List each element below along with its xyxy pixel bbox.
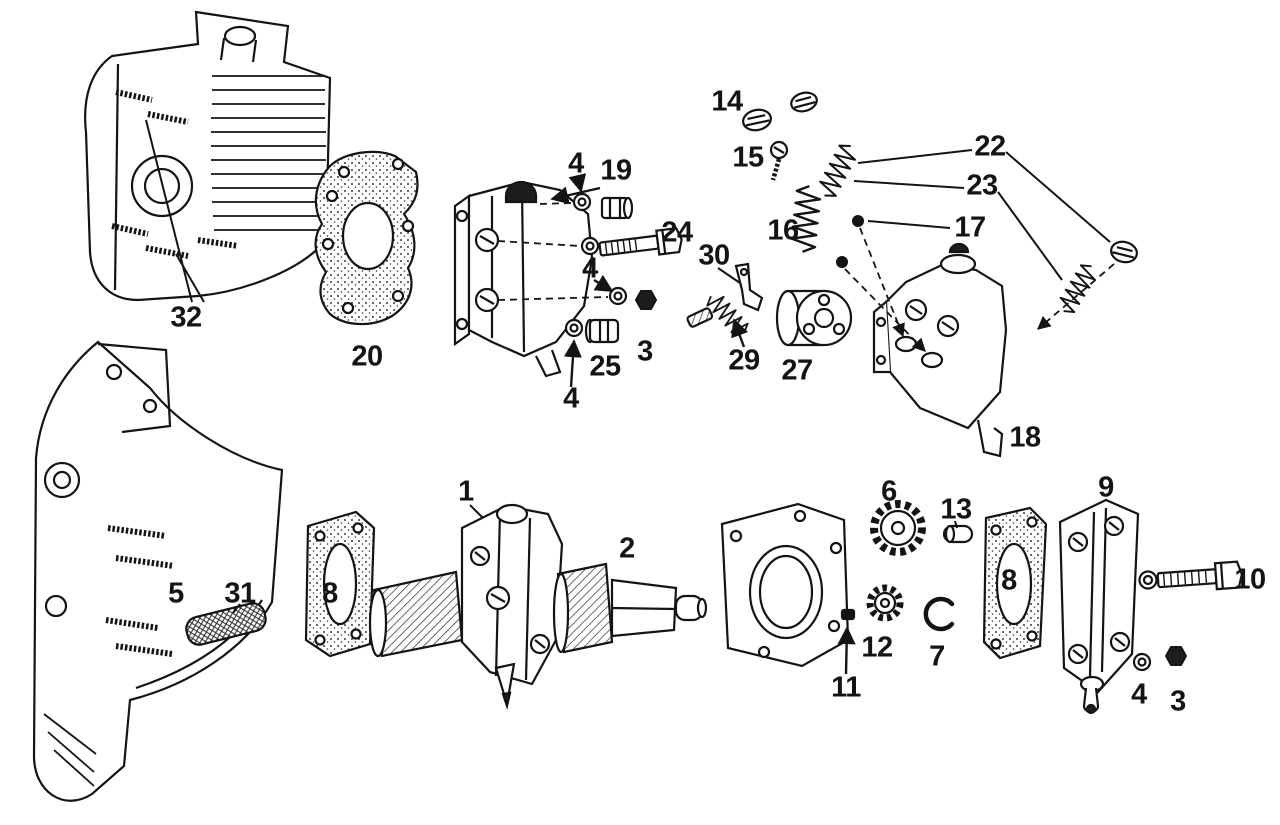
drive-gear-2 <box>552 562 708 654</box>
washer-4-bottom <box>1132 652 1152 672</box>
cap-14-a <box>742 108 772 132</box>
check-ball-17-a <box>852 215 864 227</box>
dome-cap <box>504 180 538 204</box>
pump-body-18 <box>872 242 1008 458</box>
pump-cover-9 <box>1058 498 1140 715</box>
assembly-dashed-lines <box>497 202 1115 352</box>
spring-16 <box>789 183 823 255</box>
crankcase-top-section <box>84 10 332 302</box>
gear-6 <box>870 500 926 556</box>
snap-ring-7 <box>923 596 955 632</box>
cap-14-b <box>790 91 818 113</box>
gear-12 <box>866 584 904 622</box>
cooling-fins <box>211 75 326 231</box>
washer-4-top <box>572 192 592 212</box>
mounting-studs-5 <box>105 525 175 657</box>
bolt-24 <box>598 227 683 257</box>
nut-3-bottom <box>1164 646 1188 666</box>
key-11 <box>840 608 856 621</box>
washer-4-plug <box>564 318 584 338</box>
pump-body-1 <box>368 503 564 711</box>
pump-inner-body-plate <box>720 502 856 668</box>
plug-25 <box>584 318 620 344</box>
mounting-studs-top <box>111 89 239 259</box>
washer-4-bolt <box>580 236 600 256</box>
bracket-30 <box>686 262 764 328</box>
gasket-20 <box>314 150 419 326</box>
leader-arrows <box>550 173 856 675</box>
washer-4-mid <box>608 286 628 306</box>
screw-15 <box>769 140 789 181</box>
crankcase-bottom-section <box>32 340 284 802</box>
nut-3-top <box>634 290 658 310</box>
oil-screen-31 <box>185 602 267 646</box>
check-ball-17-b <box>836 256 848 268</box>
spring-22-23 <box>814 140 861 202</box>
cap-right <box>1110 240 1138 264</box>
nut-19 <box>600 196 634 220</box>
pin-13 <box>942 524 974 544</box>
gasket-8-right <box>982 506 1048 660</box>
coupling-27 <box>775 289 853 347</box>
spring-right <box>1054 260 1101 318</box>
oil-pump-cover-assembly <box>453 180 594 378</box>
screw-10 <box>1156 560 1244 591</box>
washer-4-screw10 <box>1138 570 1158 590</box>
leader-lines <box>145 119 1111 614</box>
gasket-8-left <box>304 510 376 658</box>
